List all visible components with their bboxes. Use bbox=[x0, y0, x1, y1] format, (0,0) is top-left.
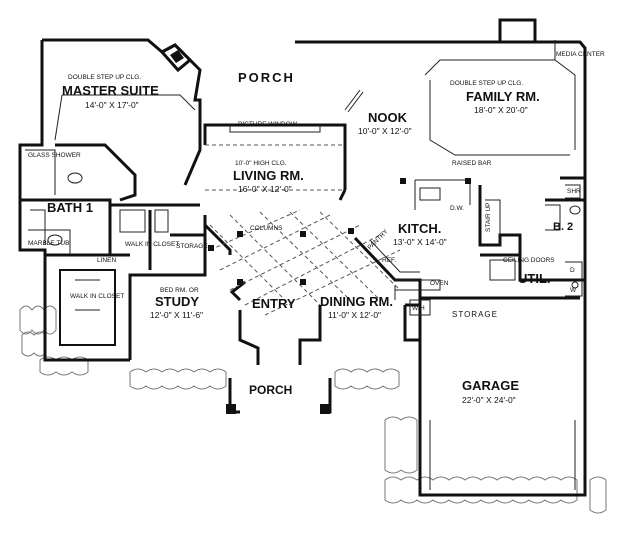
columns-label: COLUMNS bbox=[250, 225, 283, 232]
garage-name: GARAGE bbox=[462, 378, 519, 393]
study-name: STUDY bbox=[155, 294, 199, 309]
porch-top-label: PORCH bbox=[238, 70, 295, 85]
living-dim: 16'-0" X 12'-0" bbox=[238, 184, 292, 194]
fixtures bbox=[47, 172, 581, 289]
dw-label: D.W. bbox=[450, 205, 464, 212]
dining-name: DINING RM. bbox=[320, 294, 393, 309]
landscaping bbox=[19, 305, 607, 514]
b2-label: B. 2 bbox=[553, 221, 573, 233]
entry-label: ENTRY bbox=[252, 296, 296, 311]
linen-label: LINEN bbox=[97, 257, 116, 264]
columns bbox=[208, 178, 471, 414]
nook-name: NOOK bbox=[368, 110, 408, 125]
dining-dim: 11'-0" X 12'-0" bbox=[328, 310, 381, 320]
fireplace bbox=[159, 43, 193, 73]
marble-tub-label: MARBLE TUB bbox=[28, 240, 69, 247]
family-name: FAMILY RM. bbox=[466, 89, 540, 104]
raised-bar-label: RAISED BAR bbox=[452, 160, 492, 167]
storage-left-label: STORAGE bbox=[176, 243, 208, 250]
ceiling-doors-label: CEILING DOORS bbox=[503, 257, 555, 264]
storage-right-label: STORAGE bbox=[452, 310, 498, 319]
media-center-label: MEDIA CENTER bbox=[556, 51, 605, 58]
util-label: UTIL. bbox=[518, 271, 551, 286]
interior-walls bbox=[20, 143, 585, 346]
glass-shower-label: GLASS SHOWER bbox=[28, 152, 81, 159]
ref-label: REF. bbox=[382, 257, 396, 264]
picture-window-label: PICTURE WINDOW bbox=[238, 121, 298, 128]
master-suite-note: DOUBLE STEP UP CLG. bbox=[68, 74, 141, 81]
walk-in-closet-top-label: WALK IN CLOSET bbox=[125, 241, 179, 248]
wh-label: W/H bbox=[412, 305, 425, 312]
family-note: DOUBLE STEP UP CLG. bbox=[450, 80, 523, 87]
nook-dim: 10'-0" X 12'-0" bbox=[358, 126, 412, 136]
kitchen-dim: 13'-0" X 14'-0" bbox=[393, 237, 447, 247]
bath1-label: BATH 1 bbox=[47, 200, 93, 215]
living-note: 10'-0" HIGH CLG. bbox=[235, 160, 287, 167]
garage-dim: 22'-0" X 24'-0" bbox=[462, 395, 516, 405]
detail-lines bbox=[25, 40, 583, 490]
walk-in-closet-bottom-label: WALK IN CLOSET bbox=[70, 293, 124, 300]
porch-front-label: PORCH bbox=[249, 383, 292, 397]
master-suite-dim: 14'-0" X 17'-0" bbox=[85, 100, 139, 110]
study-dim: 12'-0" X 11'-6" bbox=[150, 310, 203, 320]
master-suite-name: MASTER SUITE bbox=[62, 83, 159, 98]
family-dim: 18'-0" X 20'-0" bbox=[474, 105, 528, 115]
washer-label: W bbox=[570, 287, 577, 294]
kitchen-name: KITCH. bbox=[398, 221, 441, 236]
floor-pattern bbox=[205, 144, 401, 316]
pantry-label: PANTRY bbox=[366, 228, 390, 252]
oven-label: OVEN bbox=[430, 280, 449, 287]
dryer-label: D bbox=[570, 267, 575, 274]
living-name: LIVING RM. bbox=[233, 168, 304, 183]
stair-up-label: STAIR UP bbox=[485, 203, 492, 233]
shr-label: SHR bbox=[567, 188, 581, 195]
study-note: BED RM. OR bbox=[160, 287, 199, 294]
